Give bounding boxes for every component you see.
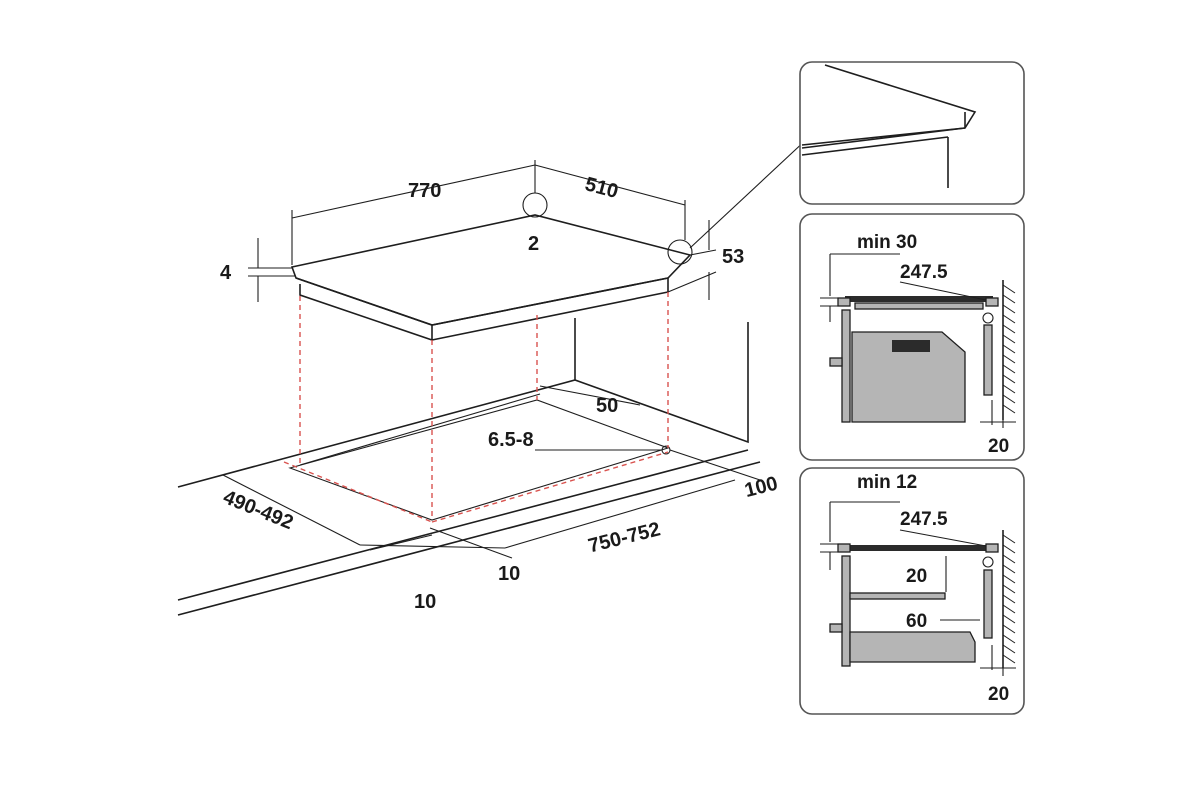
oven-wall-gap: 20 bbox=[988, 436, 1009, 457]
dim-corner-radius: 2 bbox=[528, 233, 539, 255]
dim-depth-top: 510 bbox=[583, 173, 621, 203]
dim-margin-front-b: 10 bbox=[498, 563, 520, 585]
drawer-min-label: min 12 bbox=[857, 472, 917, 493]
dim-width-top: 770 bbox=[408, 180, 441, 202]
detail-box-edge bbox=[799, 61, 1025, 205]
dim-margin-front-a: 10 bbox=[414, 591, 436, 613]
hob-body bbox=[299, 278, 669, 342]
hob-glass-edge bbox=[295, 277, 669, 326]
detail-box-drawer bbox=[799, 467, 1025, 715]
drawer-value-b: 20 bbox=[906, 566, 927, 587]
oven-value-a: 247.5 bbox=[900, 262, 948, 283]
hob-glass-top bbox=[290, 214, 692, 326]
detail-leader bbox=[689, 137, 809, 249]
dim-height: 53 bbox=[722, 246, 744, 268]
corner-circle-back bbox=[522, 192, 548, 218]
dim-cutout-width: 750-752 bbox=[586, 518, 663, 557]
drawer-value-a: 247.5 bbox=[900, 509, 948, 530]
top-dimension-lines bbox=[248, 160, 717, 302]
dim-cutout-corner: 6.5-8 bbox=[488, 429, 534, 451]
dim-cutout-margin-back: 50 bbox=[596, 395, 618, 417]
corner-circle-right bbox=[667, 239, 693, 265]
drawer-value-c: 60 bbox=[906, 611, 927, 632]
oven-min-label: min 30 bbox=[857, 232, 917, 253]
alignment-guides bbox=[283, 292, 669, 523]
worktop bbox=[177, 318, 761, 616]
dim-wall-distance: 100 bbox=[742, 473, 780, 502]
drawer-wall-gap: 20 bbox=[988, 684, 1009, 705]
hob-top-view bbox=[290, 192, 693, 342]
detail-box-oven bbox=[799, 213, 1025, 461]
dim-thickness: 4 bbox=[220, 262, 232, 284]
